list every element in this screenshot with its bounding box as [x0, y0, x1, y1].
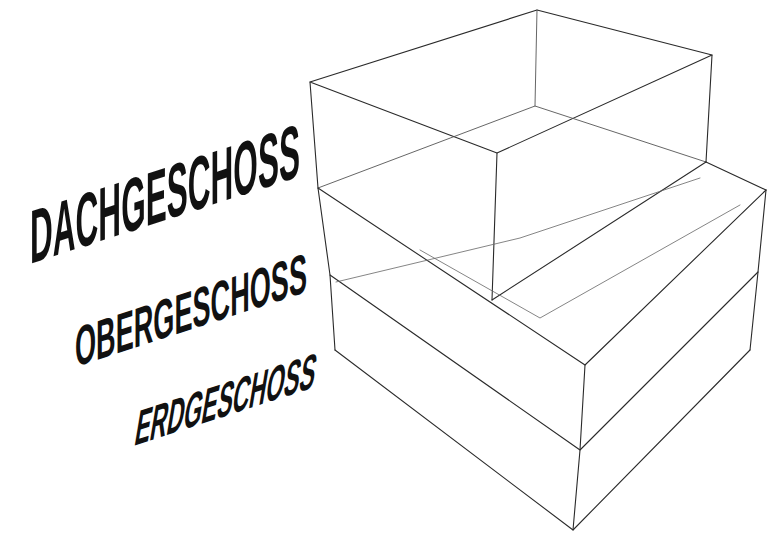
floor-edge [330, 272, 758, 450]
floor-edge [706, 162, 766, 190]
floor-edge [318, 188, 766, 365]
floor-label: OBERGESCHOSS [75, 245, 307, 376]
sketch-line [336, 178, 700, 282]
corner-edge [706, 55, 712, 162]
floor-label: ERDGESCHOSS [132, 345, 320, 454]
corner-edge [310, 82, 335, 350]
hidden-edge [318, 106, 706, 188]
roof-outline [310, 10, 712, 153]
sketch-line [420, 205, 740, 318]
floor-edge [335, 350, 750, 530]
corner-edge [492, 153, 497, 300]
floor-label: DACHGESCHOSS [30, 113, 300, 277]
corner-edge [750, 190, 766, 350]
hidden-edge [535, 10, 537, 106]
corner-edge [573, 365, 585, 530]
